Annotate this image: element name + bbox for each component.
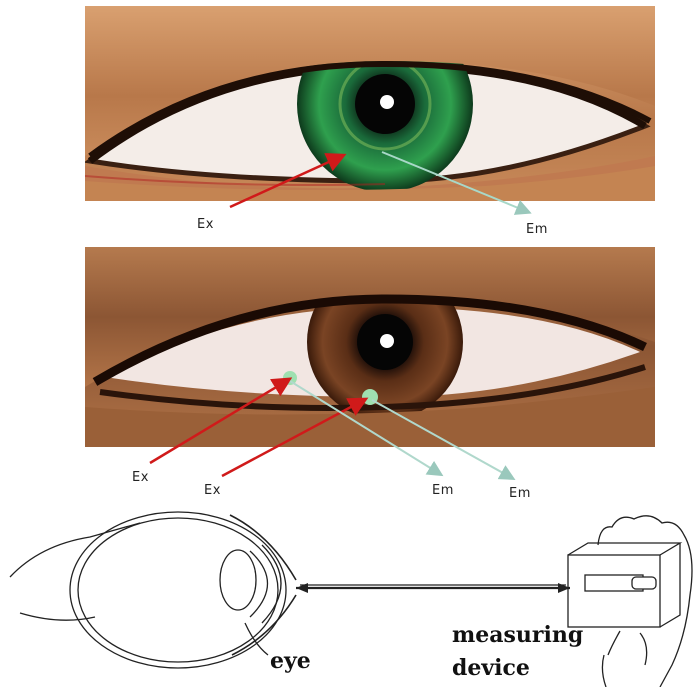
excitation-label-top: Ex [197, 217, 214, 232]
eye-label: eye [270, 648, 311, 674]
eye-photo-brown-iris [85, 247, 655, 447]
emission-label-top: Em [526, 222, 548, 237]
emission-label-mid-1: Em [432, 483, 454, 498]
eye-photo-green-iris [85, 6, 655, 201]
eyeball-outline [70, 512, 286, 668]
excitation-label-mid-2: Ex [204, 483, 221, 498]
excitation-spot-2 [362, 389, 378, 405]
eye-measurement-schematic [0, 505, 699, 687]
hand-outline [598, 516, 692, 687]
device-label-line1: measuring [452, 622, 583, 648]
excitation-label-mid-1: Ex [132, 470, 149, 485]
device-label-line2: device [452, 655, 530, 681]
lens-outline [220, 550, 256, 610]
excitation-spot-1 [283, 371, 297, 385]
emission-label-mid-2: Em [509, 486, 531, 501]
